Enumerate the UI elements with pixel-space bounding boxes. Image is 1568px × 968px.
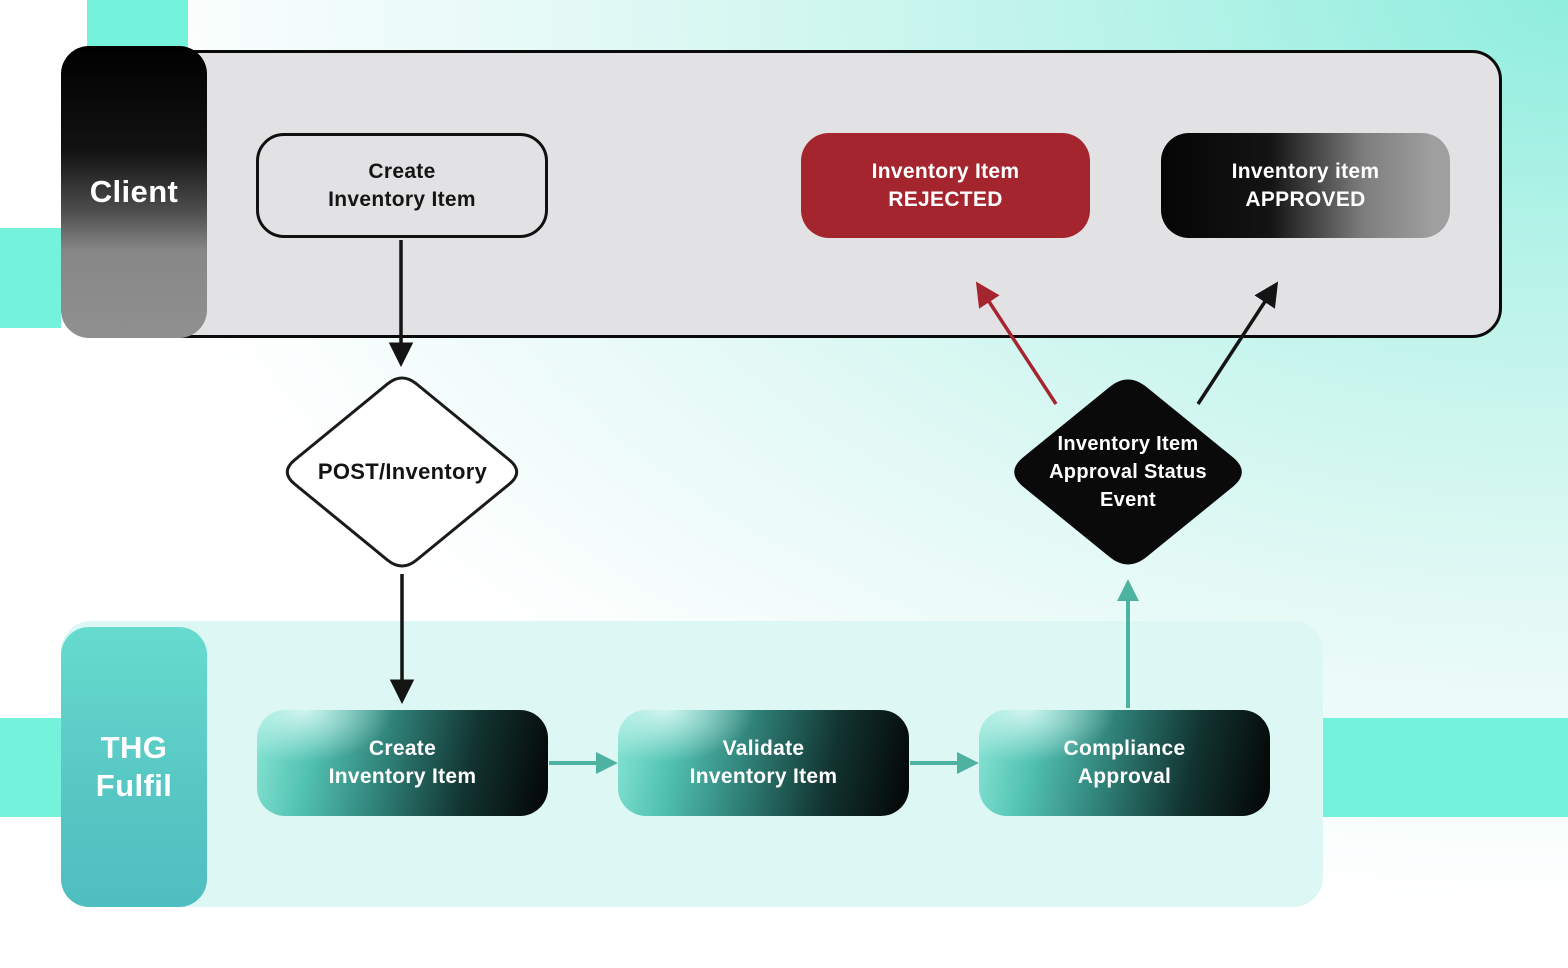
arrow-event-to-approved bbox=[1196, 281, 1279, 405]
node-compliance-approval: Compliance Approval bbox=[979, 710, 1270, 816]
lane-label-client-text: Client bbox=[89, 174, 179, 209]
node-inventory-item-rejected: Inventory Item REJECTED bbox=[801, 133, 1090, 238]
gateway-post-inventory: POST/Inventory bbox=[280, 372, 525, 572]
node-create-inventory-item-client: Create Inventory Item bbox=[256, 133, 548, 238]
node-text: Inventory Item bbox=[871, 159, 1020, 183]
node-text: Approval bbox=[1077, 765, 1172, 788]
node-validate-inventory-item: Validate Inventory Item bbox=[618, 710, 909, 816]
lane-label-client: Client bbox=[61, 46, 207, 338]
gateway-text: Approval Status bbox=[1049, 461, 1207, 483]
gateway-post-inventory-shape bbox=[285, 376, 519, 568]
gateway-approval-status-event: Inventory Item Approval Status Event bbox=[1005, 372, 1251, 572]
node-text: Compliance bbox=[1063, 737, 1186, 760]
gateway-approval-event-shape bbox=[1014, 379, 1242, 565]
node-text: Inventory Item bbox=[328, 765, 477, 788]
decor-stripe-left bbox=[0, 228, 61, 328]
node-text: REJECTED bbox=[888, 187, 1003, 211]
node-text: Inventory Item bbox=[689, 765, 838, 788]
node-text: Create bbox=[368, 737, 437, 760]
node-text: Validate bbox=[722, 737, 805, 760]
gateway-text: POST/Inventory bbox=[317, 459, 488, 484]
lane-label-thg-line2: Fulfil bbox=[95, 768, 173, 803]
arrow-event-to-rejected bbox=[975, 281, 1058, 405]
lane-label-thg-line1: THG bbox=[100, 730, 168, 765]
node-create-inventory-item-fulfil: Create Inventory Item bbox=[257, 710, 548, 816]
gateway-text: Event bbox=[1100, 489, 1156, 511]
decor-stripe-top bbox=[87, 0, 188, 48]
node-text: APPROVED bbox=[1245, 187, 1366, 211]
node-inventory-item-approved: Inventory item APPROVED bbox=[1161, 133, 1450, 238]
lane-label-thg-fulfil: THG Fulfil bbox=[61, 627, 207, 907]
gateway-text: Inventory Item bbox=[1057, 433, 1199, 455]
node-text: Inventory item bbox=[1231, 159, 1380, 183]
node-text: Inventory Item bbox=[328, 187, 476, 211]
node-text: Create bbox=[368, 159, 436, 183]
